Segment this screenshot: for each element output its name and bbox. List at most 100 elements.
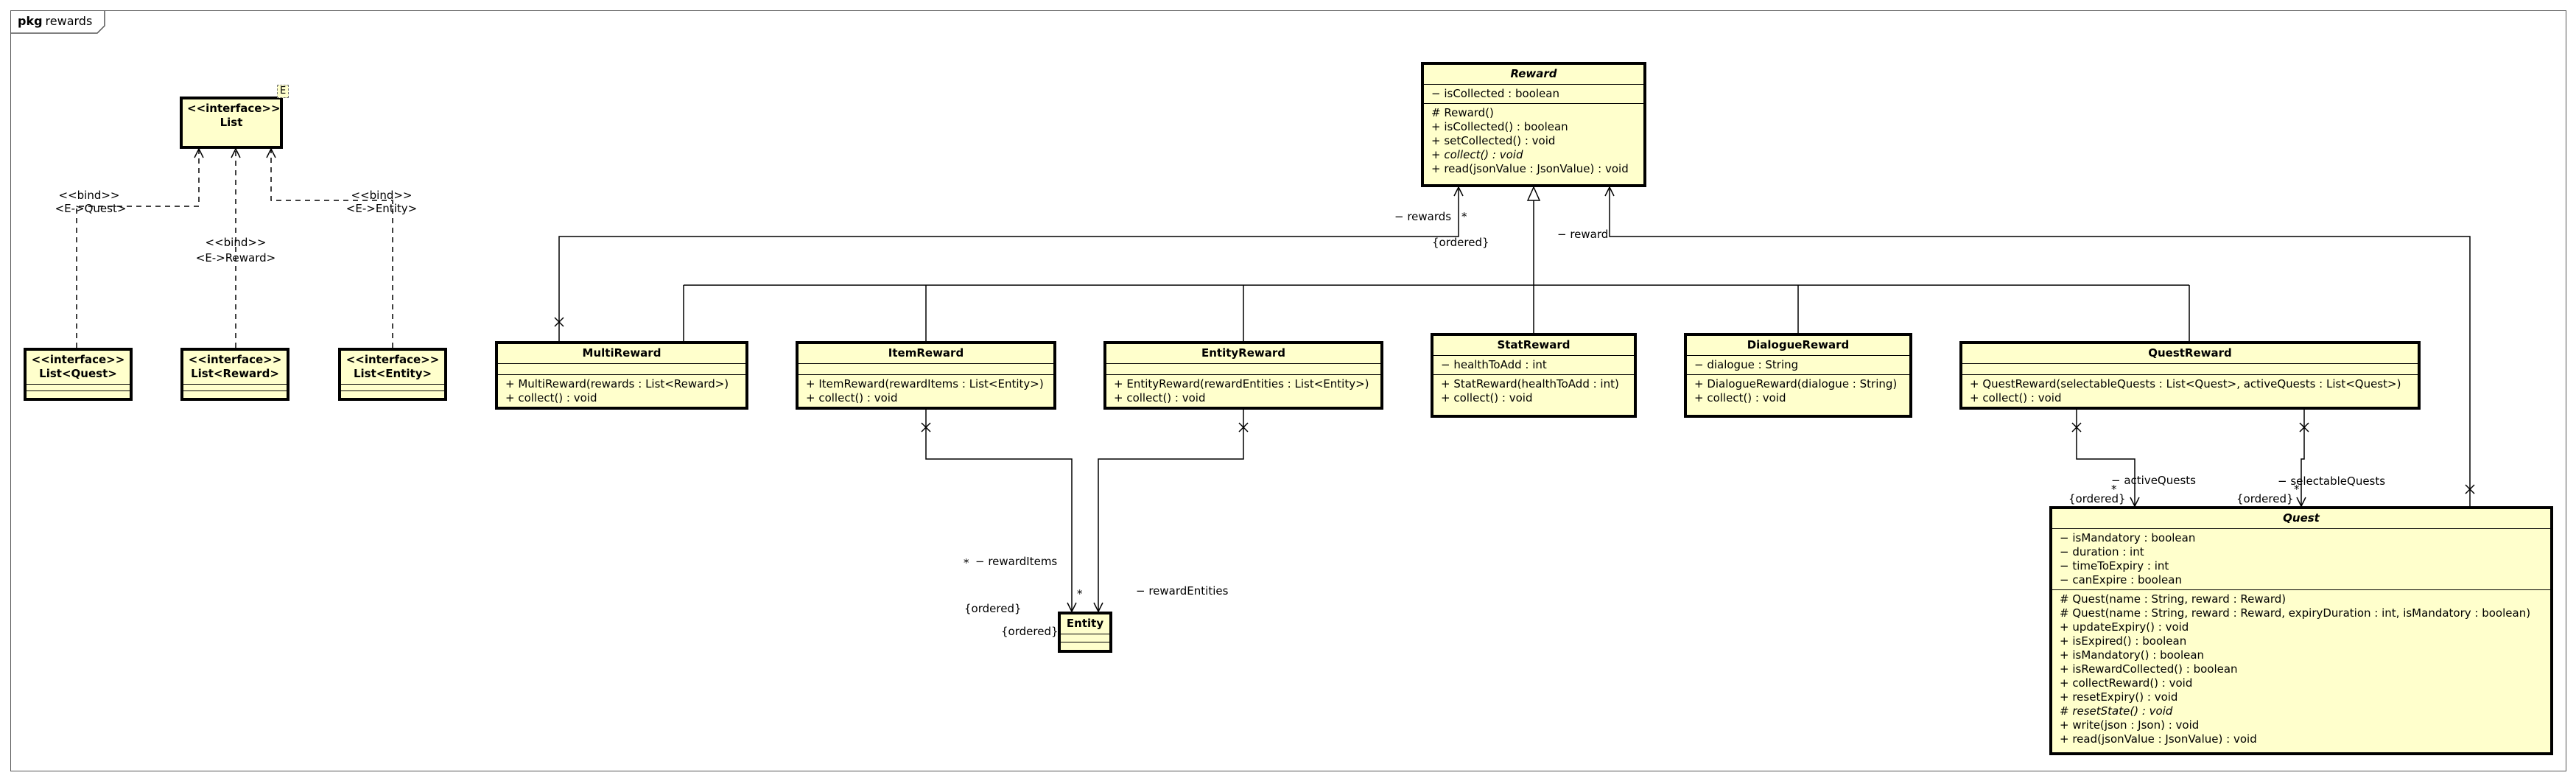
quest-reward-op: + collect() : void [1970,391,2062,404]
reward-op: + isCollected() : boolean [1431,120,1568,133]
list-entity-stereotype: <<interface>> [345,353,440,366]
active-quests-role-label: − activeQuests [2111,474,2196,487]
package-frame [10,10,2566,771]
multi-reward-name: MultiReward [582,346,661,360]
reward-entities-role-label: − rewardEntities [1136,584,1229,598]
quest-reward-op: + QuestReward(selectableQuests : List<Qu… [1970,377,2401,390]
selectable-quests-role-label: − selectableQuests [2278,474,2386,488]
active-quests-multiplicity: * [2111,483,2117,496]
list-reward-name: List<Reward> [191,367,279,380]
reward-name: Reward [1510,67,1557,80]
package-name: rewards [45,14,93,28]
reward-entities-association [1098,410,1244,612]
reward-entities-multiplicity: * [1077,587,1083,600]
item-reward-op: + collect() : void [806,391,898,404]
multi-reward-op: + MultiReward(rewards : List<Reward>) [505,377,729,390]
entity-ordered: {ordered} [1001,625,1059,638]
bind-reward-keyword: <<bind>> [205,236,267,249]
dialogue-reward-class[interactable]: DialogueReward − dialogue : String + Dia… [1684,333,1912,418]
stat-reward-op: + StatReward(healthToAdd : int) [1441,377,1619,390]
reward-items-role-label: − rewardItems [975,555,1058,568]
reward-op: + read(jsonValue : JsonValue) : void [1431,162,1629,175]
reward-association [1610,187,2471,506]
reward-attr: − isCollected : boolean [1431,87,1559,100]
rewards-ordered: {ordered} [1432,236,1489,249]
package-keyword: pkg [18,14,43,28]
rewards-nav-x [554,317,564,327]
entity-class[interactable]: Entity [1058,612,1112,653]
reward-op: # Reward() [1431,106,1494,119]
entity-reward-class[interactable]: EntityReward + EntityReward(rewardEntiti… [1103,341,1383,410]
rewards-multiplicity: * [1461,210,1467,223]
item-reward-name: ItemReward [888,346,964,360]
multi-reward-op: + collect() : void [505,391,597,404]
selectable-quests-ordered: {ordered} [2236,492,2294,505]
quest-op: + write(json : Json) : void [2060,718,2200,732]
reward-items-nav-x [921,422,931,432]
quest-op: + resetExpiry() : void [2060,690,2178,704]
list-quest-stereotype: <<interface>> [31,353,125,366]
entity-name: Entity [1066,617,1104,630]
bind-quest-param: <E->Quest> [55,202,127,215]
bind-entity-keyword: <<bind>> [351,189,413,202]
reward-nav-x [2465,484,2475,494]
package-tab [10,10,105,34]
quest-attr: − isMandatory : boolean [2060,531,2196,544]
dialogue-reward-attr: − dialogue : String [1694,358,1799,371]
selectable-quests-multiplicity: * [2294,483,2300,496]
quest-op: + updateExpiry() : void [2060,620,2189,634]
rewards-association [558,187,1459,341]
reward-entities-nav-x [1238,422,1249,432]
multi-reward-class[interactable]: MultiReward + MultiReward(rewards : List… [495,341,748,410]
quest-name: Quest [2283,511,2320,525]
reward-op: + setCollected() : void [1431,134,1556,147]
quest-class[interactable]: Quest − isMandatory : boolean − duration… [2049,506,2553,755]
selectable-quests-association [2301,410,2304,506]
list-stereotype: <<interface>> [187,102,281,115]
active-quests-association [2076,410,2135,506]
quest-op: + isRewardCollected() : boolean [2060,662,2238,676]
dialogue-reward-op: + DialogueReward(dialogue : String) [1694,377,1898,390]
entity-reward-op: + EntityReward(rewardEntities : List<Ent… [1114,377,1369,390]
quest-op: # Quest(name : String, reward : Reward, … [2060,606,2531,620]
list-interface[interactable]: <<interface>>List [180,97,283,149]
active-quests-nav-x [2071,422,2082,432]
bind-quest-line [76,149,199,348]
list-name: List [220,116,243,129]
list-reward-stereotype: <<interface>> [188,353,282,366]
dialogue-reward-op: + collect() : void [1694,391,1786,404]
reward-op: + collect() : void [1431,148,1523,161]
bind-entity-line [271,149,393,348]
quest-op: + collectReward() : void [2060,676,2193,690]
active-quests-ordered: {ordered} [2068,492,2126,505]
quest-attr: − duration : int [2060,545,2144,558]
list-entity-name: List<Entity> [353,367,432,380]
quest-op: # Quest(name : String, reward : Reward) [2060,592,2287,606]
reward-class[interactable]: Reward − isCollected : boolean # Reward(… [1421,62,1646,187]
item-reward-class[interactable]: ItemReward + ItemReward(rewardItems : Li… [796,341,1056,410]
bind-reward-param: <E->Reward> [195,251,276,265]
stat-reward-op: + collect() : void [1441,391,1533,404]
reward-items-ordered: {ordered} [964,602,1022,615]
list-template-param: E [277,85,289,98]
stat-reward-class[interactable]: StatReward − healthToAdd : int + StatRew… [1431,333,1637,418]
stat-reward-attr: − healthToAdd : int [1441,358,1547,371]
reward-role-label: − reward [1557,228,1609,241]
quest-attr: − timeToExpiry : int [2060,559,2169,572]
reward-items-association [925,410,1072,612]
item-reward-op: + ItemReward(rewardItems : List<Entity>) [806,377,1044,390]
quest-reward-class[interactable]: QuestReward + QuestReward(selectableQues… [1959,341,2421,410]
quest-op: + isExpired() : boolean [2060,634,2187,648]
reward-items-multiplicity: * [964,556,969,570]
list-quest-interface[interactable]: <<interface>>List<Quest> [24,348,133,401]
quest-reward-name: QuestReward [2148,346,2232,360]
list-entity-interface[interactable]: <<interface>>List<Entity> [338,348,447,401]
list-quest-name: List<Quest> [39,367,117,380]
entity-reward-op: + collect() : void [1114,391,1206,404]
bind-entity-param: <E->Entity> [345,202,418,215]
quest-op: + read(jsonValue : JsonValue) : void [2060,732,2257,746]
quest-attr: − canExpire : boolean [2060,573,2182,586]
stat-reward-name: StatReward [1497,338,1570,351]
list-reward-interface[interactable]: <<interface>>List<Reward> [180,348,289,401]
